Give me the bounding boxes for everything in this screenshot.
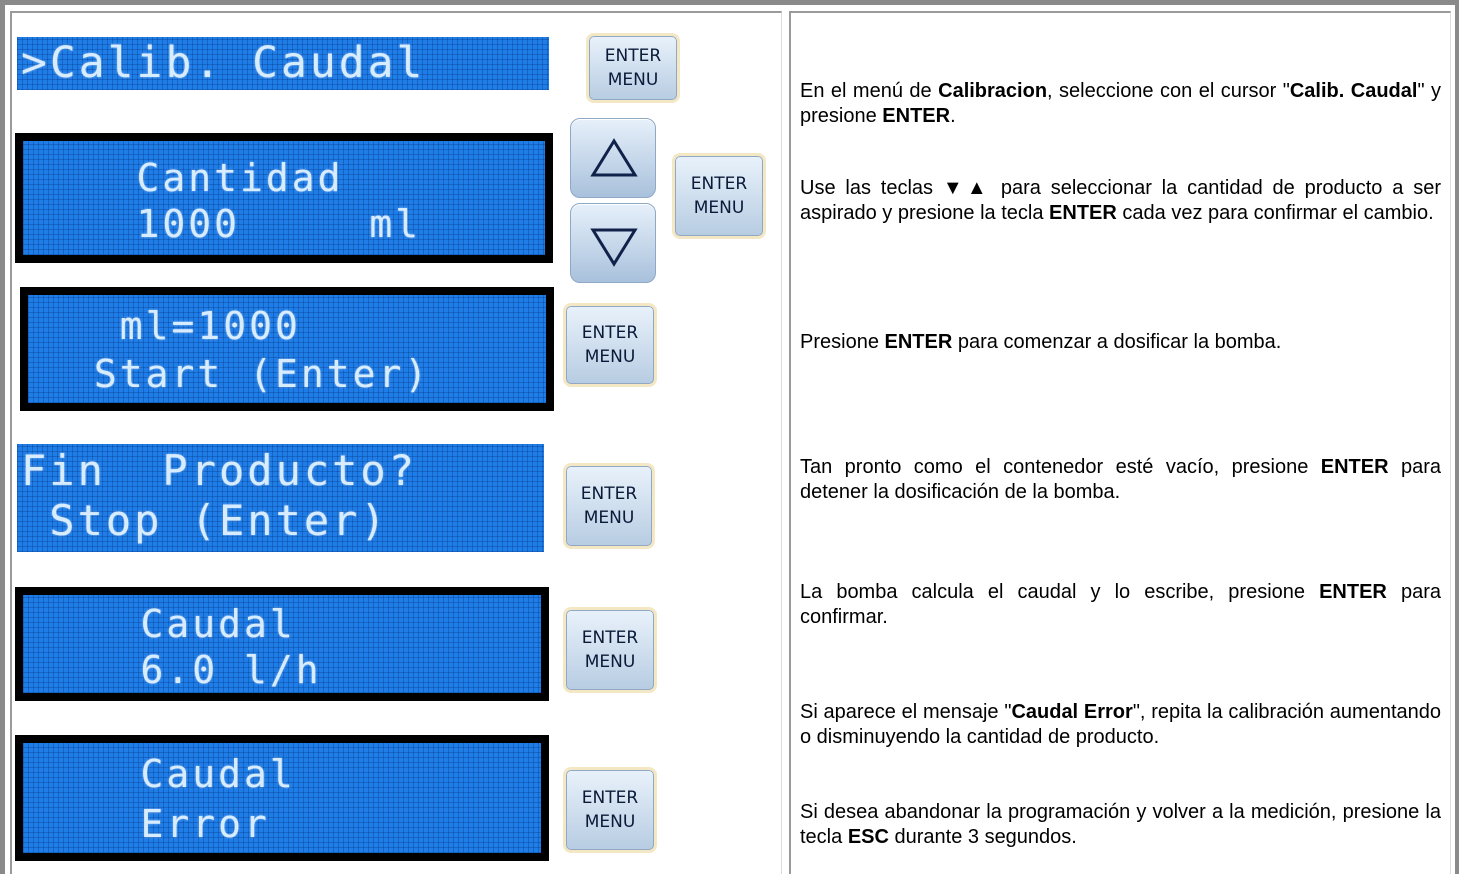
lcd-line-1: Cantidad — [33, 156, 344, 200]
lcd-line-1: Fin Producto? — [21, 446, 418, 495]
enter-label: ENTER — [581, 628, 639, 648]
lcd-line-2: Start (Enter) — [68, 352, 431, 396]
enter-label: ENTER — [604, 46, 662, 66]
lcd-line-2: Stop (Enter) — [21, 496, 389, 545]
lcd-line-1: ml=1000 — [68, 304, 301, 348]
menu-label: MENU — [584, 812, 636, 832]
menu-label: MENU — [693, 198, 745, 218]
enter-menu-button[interactable]: ENTER MENU — [586, 33, 680, 103]
instruction-step-6: Si aparece el mensaje "Caudal Error", re… — [800, 701, 1441, 748]
lcd-line-2: 1000 ml — [33, 202, 422, 246]
lcd-caudal: Caudal 6.0 l/h — [15, 587, 549, 701]
instruction-step-2: Use las teclas ▼▲ para seleccionar la ca… — [800, 177, 1441, 224]
enter-label: ENTER — [581, 788, 639, 808]
enter-label: ENTER — [690, 174, 748, 194]
menu-label: MENU — [584, 347, 636, 367]
lcd-line-1: >Calib. Caudal — [21, 38, 426, 88]
down-arrow-icon — [590, 228, 638, 267]
lcd-line-2: 6.0 l/h — [37, 648, 322, 692]
enter-menu-button[interactable]: ENTER MENU — [672, 153, 766, 239]
lcd-calib-caudal: >Calib. Caudal — [17, 37, 549, 90]
enter-menu-button[interactable]: ENTER MENU — [563, 303, 657, 387]
instruction-step-1: En el menú de Calibracion, seleccione co… — [800, 80, 1442, 127]
lcd-start: ml=1000 Start (Enter) — [20, 287, 554, 411]
menu-label: MENU — [584, 652, 636, 672]
enter-menu-button[interactable]: ENTER MENU — [563, 607, 657, 693]
up-arrow-button[interactable] — [570, 118, 656, 198]
down-arrow-button[interactable] — [570, 203, 656, 283]
instruction-step-5: La bomba calcula el caudal y lo escribe,… — [800, 581, 1441, 628]
instructions-column — [789, 11, 1451, 874]
menu-label: MENU — [607, 70, 659, 90]
menu-label: MENU — [583, 508, 635, 528]
lcd-caudal-error: Caudal Error — [15, 735, 549, 861]
enter-menu-button[interactable]: ENTER MENU — [563, 767, 657, 853]
lcd-cantidad: Cantidad 1000 ml — [15, 133, 553, 263]
instruction-step-3: Presione ENTER para comenzar a dosificar… — [800, 331, 1282, 353]
enter-menu-button[interactable]: ENTER MENU — [563, 463, 655, 549]
enter-label: ENTER — [580, 484, 638, 504]
lcd-line-1: Caudal — [37, 602, 296, 646]
lcd-line-2: Error — [37, 802, 270, 846]
lcd-fin-producto: Fin Producto? Stop (Enter) — [17, 444, 544, 552]
instruction-step-4: Tan pronto como el contenedor esté vacío… — [800, 456, 1441, 503]
lcd-line-1: Caudal — [37, 752, 296, 796]
display-column — [10, 11, 782, 874]
enter-label: ENTER — [581, 323, 639, 343]
instruction-step-7: Si desea abandonar la programación y vol… — [800, 801, 1441, 848]
up-arrow-icon — [590, 138, 638, 177]
